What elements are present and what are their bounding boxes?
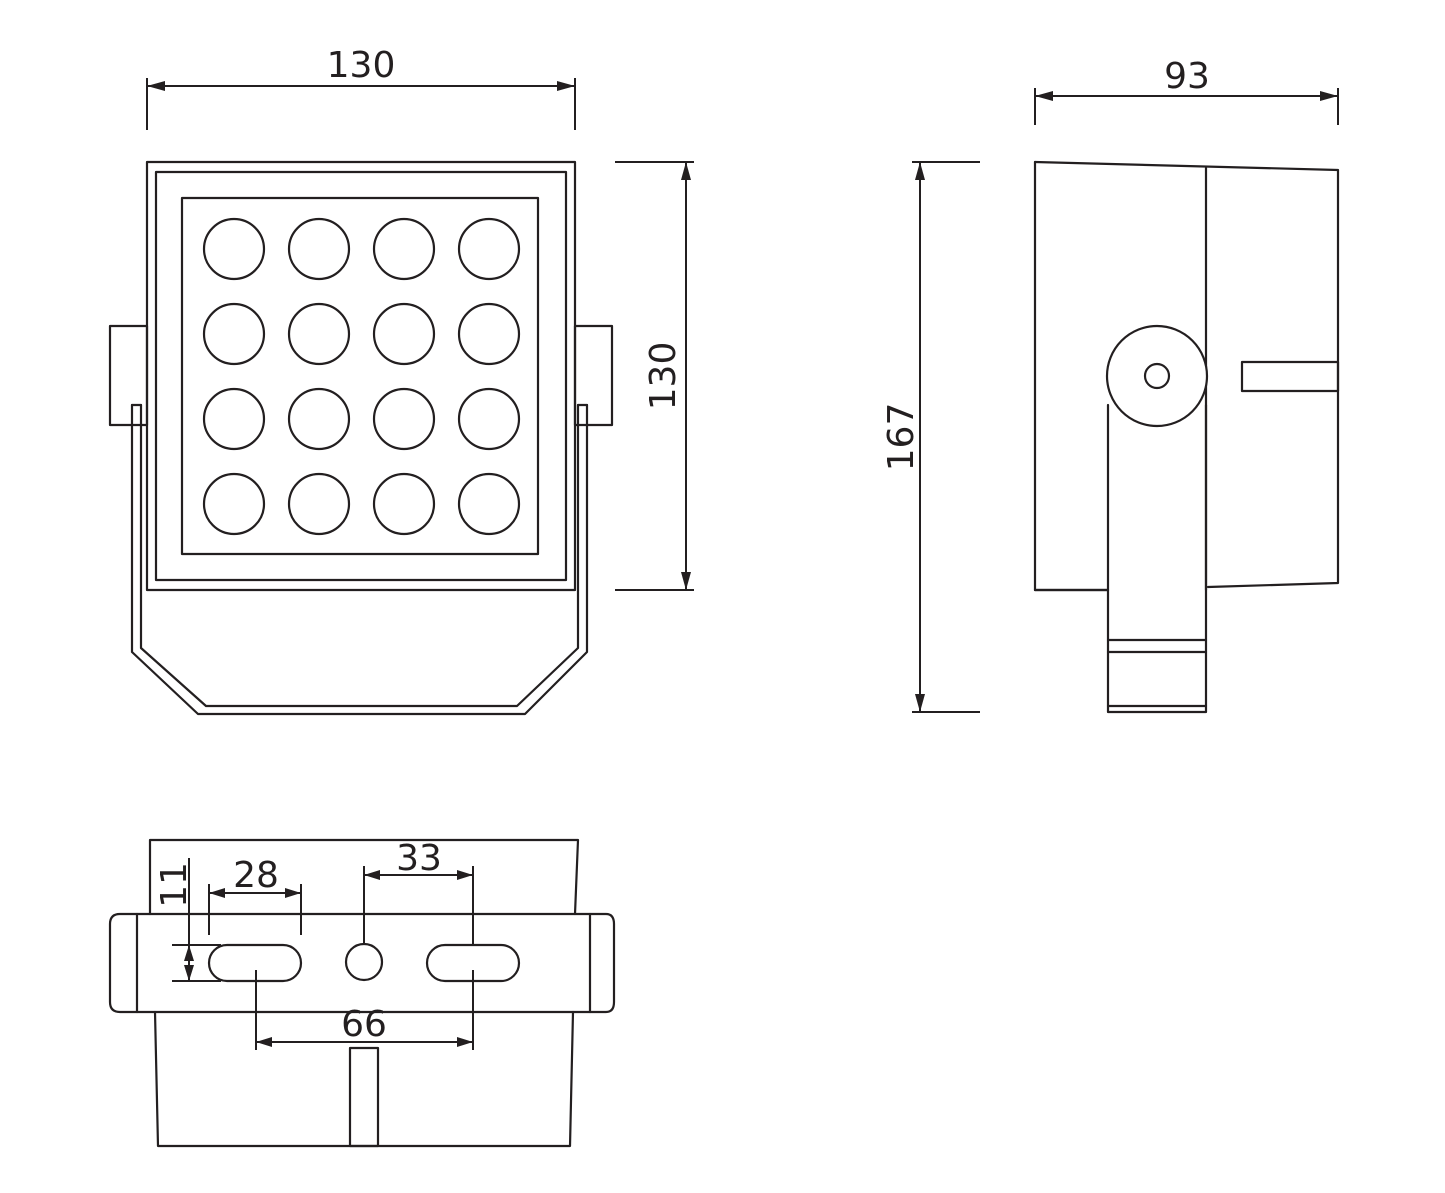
front-bracket-outer [130,403,589,716]
led-lens [202,387,266,451]
side-pivot-screw [1143,362,1171,390]
side-height-dimension: 167 [881,161,980,713]
led-lens [457,302,521,366]
led-lens [202,472,266,536]
bottom-hole-to-slot-label: 33 [396,838,442,879]
bottom-slot-spacing-dimension: 66 [255,970,474,1050]
bottom-view: 28 33 66 11 [108,838,616,1148]
led-grid [202,217,521,536]
front-left-knob [108,324,149,427]
bottom-rear-tab [348,1046,380,1148]
side-height-label: 167 [881,403,922,472]
bottom-slot-spacing-label: 66 [341,1004,387,1045]
front-lens-panel [180,196,540,556]
bottom-slot-height-dimension: 11 [154,858,221,982]
bottom-bracket-plate [108,912,616,1014]
led-lens [372,472,436,536]
led-lens [287,217,351,281]
side-depth-label: 93 [1164,56,1210,97]
led-lens [372,217,436,281]
bottom-slot-width-dimension: 28 [208,855,302,935]
side-rear-tab [1240,360,1340,393]
led-lens [457,217,521,281]
front-height-label: 130 [643,342,684,411]
led-lens [457,387,521,451]
side-depth-dimension: 93 [1034,56,1339,125]
bottom-center-hole [344,942,384,982]
side-view: 93 167 [881,56,1340,714]
side-bracket-arm [1106,403,1208,714]
led-lens [372,387,436,451]
led-lens [457,472,521,536]
side-pivot-knob [1105,324,1209,428]
front-width-dimension: 130 [146,45,576,130]
bottom-slot-width-label: 28 [233,855,279,896]
front-view: 130 130 [108,45,694,716]
led-lens [372,302,436,366]
led-lens [202,217,266,281]
front-bracket-inner [139,403,580,708]
front-height-dimension: 130 [615,161,694,591]
bottom-slot-height-label: 11 [154,862,195,908]
front-housing-inner [154,170,568,582]
led-lens [202,302,266,366]
bottom-upper-housing [148,838,580,916]
led-lens [287,387,351,451]
led-lens [287,472,351,536]
bottom-hole-to-slot-dimension: 33 [363,838,474,944]
front-width-label: 130 [327,45,396,86]
led-lens [287,302,351,366]
front-right-knob [573,324,614,427]
